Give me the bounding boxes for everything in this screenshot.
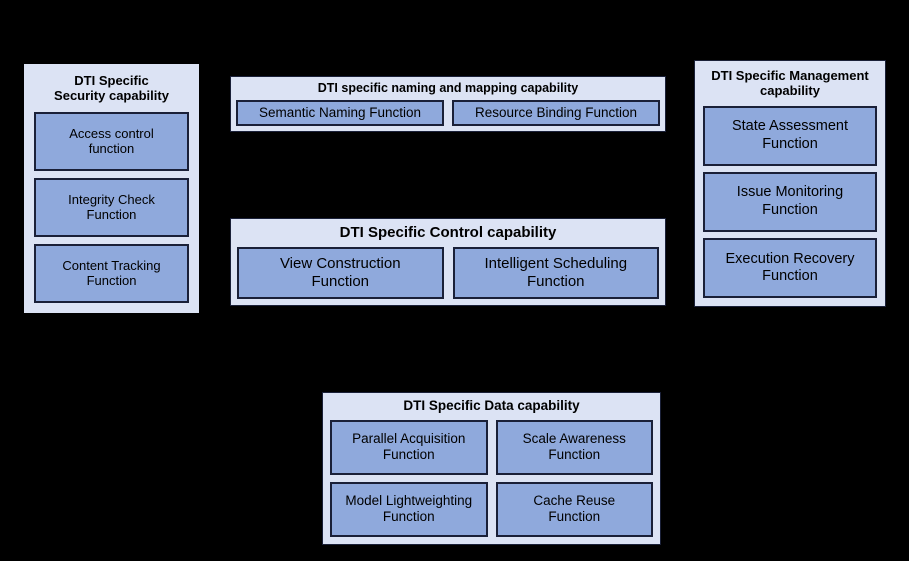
function-box-access-control[interactable]: Access control function [34,111,189,171]
function-box-view-construction[interactable]: View Construction Function [237,246,444,299]
panel-title-security: DTI Specific Security capability [54,73,169,104]
function-box-semantic-naming[interactable]: Semantic Naming Function [236,99,444,126]
panel-dti-specific-management-capability: DTI Specific Management capability State… [694,60,886,307]
panel-title-naming-and-mapping: DTI specific naming and mapping capabili… [317,81,579,95]
function-box-group-control: View Construction Function Intelligent S… [237,246,659,299]
function-box-issue-monitoring[interactable]: Issue Monitoring Function [703,171,877,232]
function-box-execution-recovery[interactable]: Execution Recovery Function [703,237,877,298]
panel-title-control: DTI Specific Control capability [339,224,557,241]
function-box-resource-binding[interactable]: Resource Binding Function [452,99,660,126]
panel-dti-specific-security-capability: DTI Specific Security capability Access … [24,64,199,313]
function-box-intelligent-scheduling[interactable]: Intelligent Scheduling Function [452,246,659,299]
function-box-content-tracking[interactable]: Content Tracking Function [34,243,189,303]
function-box-state-assessment[interactable]: State Assessment Function [703,105,877,166]
function-box-group-naming: Semantic Naming Function Resource Bindin… [236,99,660,126]
panel-dti-specific-control-capability: DTI Specific Control capability View Con… [230,218,666,306]
function-box-integrity-check[interactable]: Integrity Check Function [34,177,189,237]
function-box-group-management: State Assessment Function Issue Monitori… [703,105,877,298]
panel-dti-specific-naming-and-mapping-capability: DTI specific naming and mapping capabili… [230,76,666,132]
panel-dti-specific-data-capability: DTI Specific Data capability Parallel Ac… [322,392,661,545]
panel-title-data: DTI Specific Data capability [403,398,580,413]
function-box-group-security: Access control function Integrity Check … [34,111,189,303]
function-box-cache-reuse[interactable]: Cache Reuse Function [495,481,653,537]
panel-title-management: DTI Specific Management capability [711,68,869,99]
function-box-group-data: Parallel Acquisition Function Scale Awar… [330,419,653,537]
function-box-scale-awareness[interactable]: Scale Awareness Function [495,419,653,475]
function-box-parallel-acquisition[interactable]: Parallel Acquisition Function [330,419,488,475]
function-box-model-lightweighting[interactable]: Model Lightweighting Function [330,481,488,537]
